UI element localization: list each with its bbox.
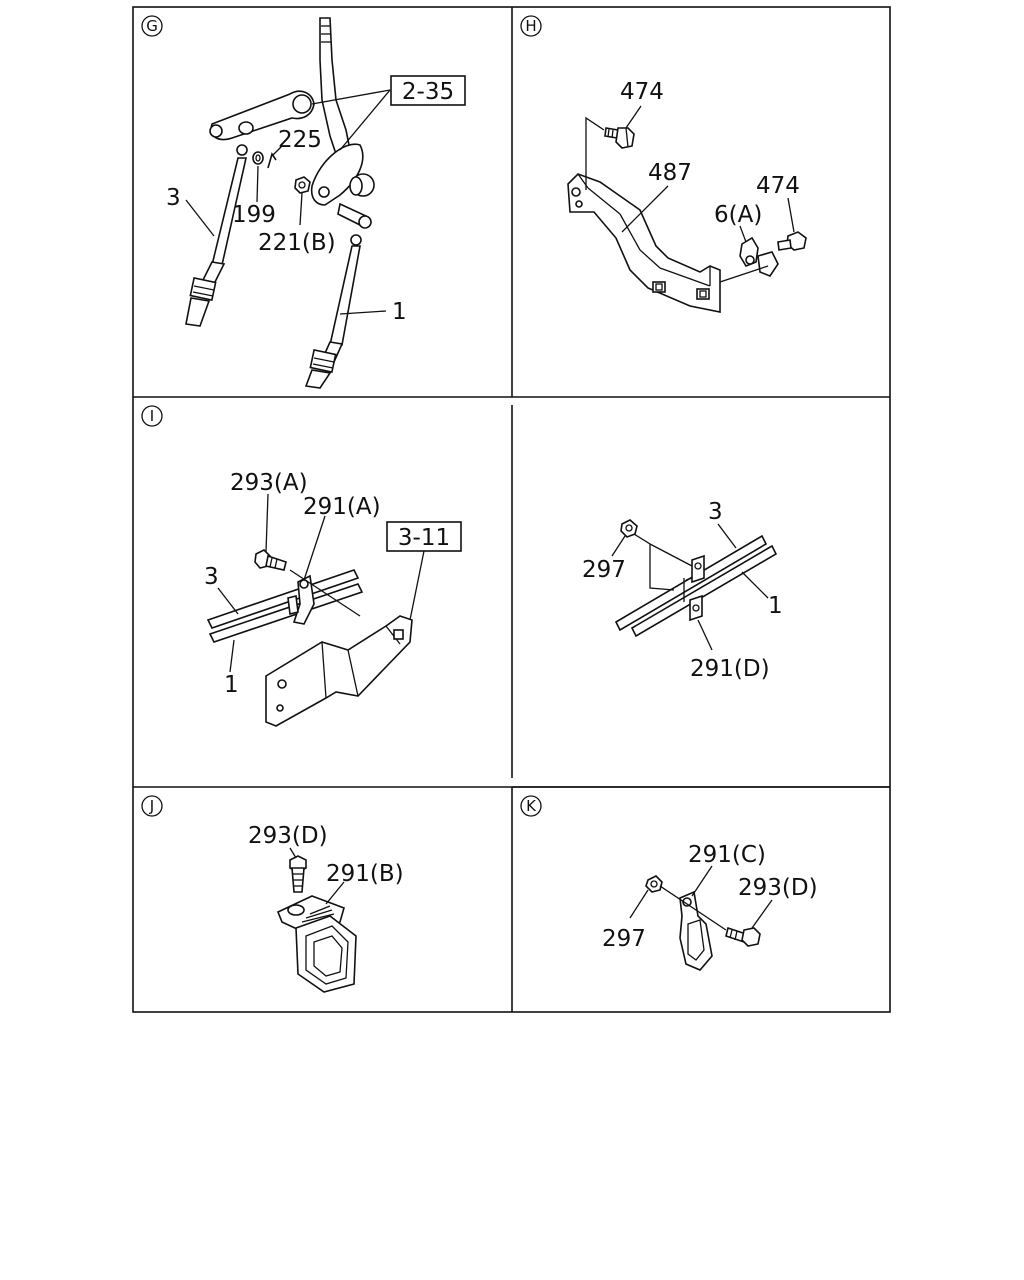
- panel-j-leaders: [289, 847, 345, 905]
- panel-g-marker: G: [141, 15, 163, 37]
- label-297: 297: [602, 926, 646, 952]
- label-3: 3: [708, 499, 723, 525]
- panel-k-letter: K: [526, 797, 537, 815]
- panel-j-marker: J: [141, 795, 163, 817]
- panel-i2: 3 297 1 291(D): [582, 499, 783, 682]
- pipe-3: [614, 534, 768, 632]
- panel-h: H: [520, 15, 807, 313]
- panel-frame: [132, 6, 891, 1013]
- label-297: 297: [582, 557, 626, 583]
- label-199: 199: [232, 202, 276, 228]
- panel-i-letter: I: [150, 407, 154, 425]
- bolt-293d: [289, 855, 307, 893]
- panel-i-leaders: [217, 493, 425, 673]
- bracket-3-11: [265, 615, 413, 727]
- nut-221b: [294, 176, 311, 194]
- label-291b: 291(B): [326, 861, 404, 887]
- shift-lever: [310, 17, 375, 206]
- clamp-291c: [679, 890, 713, 971]
- label-291c: 291(C): [688, 842, 766, 868]
- panel-g-leaders: [185, 89, 391, 315]
- bolt-474-top: [604, 127, 635, 149]
- panel-j-letter: J: [149, 797, 154, 815]
- panel-g: G: [141, 15, 466, 389]
- nut-297: [645, 875, 663, 893]
- label-474-top: 474: [620, 79, 664, 105]
- label-1: 1: [768, 593, 783, 619]
- clamp-291b: [276, 895, 357, 993]
- label-225: 225: [278, 127, 322, 153]
- panel-i: I: [141, 405, 462, 727]
- panel-k: K 291(C) 293(D) 297: [520, 795, 818, 971]
- label-293d: 293(D): [248, 823, 328, 849]
- label-487: 487: [648, 160, 692, 186]
- pipe-1: [630, 544, 778, 638]
- label-3: 3: [204, 564, 219, 590]
- pin-225: [267, 152, 277, 169]
- bracket-487: [567, 173, 721, 313]
- label-293a: 293(A): [230, 470, 308, 496]
- label-293d: 293(D): [738, 875, 818, 901]
- bolt-293d: [725, 926, 761, 947]
- clamp-291d: [683, 554, 705, 622]
- label-3-11: 3-11: [398, 525, 450, 551]
- label-6a: 6(A): [714, 202, 762, 228]
- bolt-293a: [254, 549, 287, 571]
- label-291a: 291(A): [303, 494, 381, 520]
- panel-k-leaders: [629, 865, 773, 931]
- ref-box-3-11: [386, 521, 462, 552]
- cable-3: [185, 144, 248, 327]
- panel-h-leaders: [585, 105, 795, 283]
- panel-k-marker: K: [520, 795, 542, 817]
- panel-i2-leaders: [611, 523, 769, 651]
- panel-h-letter: H: [525, 17, 536, 35]
- panel-h-marker: H: [520, 15, 542, 37]
- washer-199: [252, 151, 264, 165]
- label-474-right: 474: [756, 173, 800, 199]
- label-2-35: 2-35: [402, 79, 454, 105]
- label-291d: 291(D): [690, 656, 770, 682]
- panel-i-marker: I: [141, 405, 163, 427]
- ref-box-2-35: [390, 75, 466, 106]
- clip-6a: [739, 236, 779, 277]
- label-3: 3: [166, 185, 181, 211]
- label-221b: 221(B): [258, 230, 336, 256]
- label-1: 1: [224, 672, 239, 698]
- panel-g-letter: G: [146, 17, 158, 35]
- panel-j: J 293(D) 291(B): [141, 795, 404, 993]
- bolt-474-right: [777, 231, 807, 251]
- label-1: 1: [392, 299, 407, 325]
- select-lever-arm: [209, 90, 315, 141]
- cable-1: [304, 202, 372, 389]
- clamp-291a: [287, 574, 315, 625]
